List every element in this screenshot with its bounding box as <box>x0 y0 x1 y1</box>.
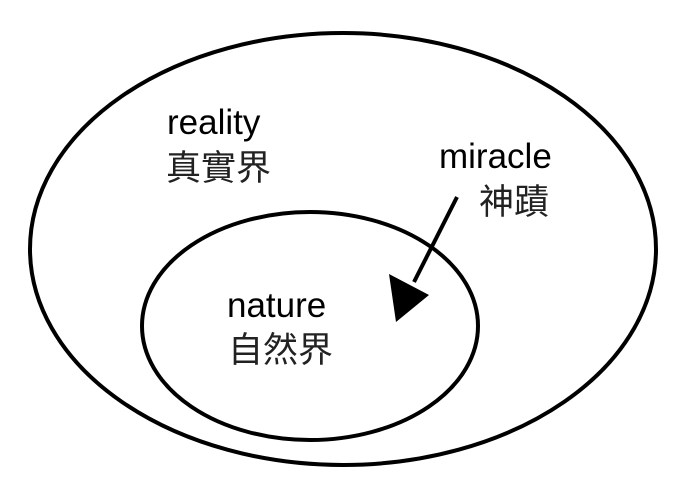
arrow-head <box>389 274 429 322</box>
miracle-label-zh: 神蹟 <box>479 183 549 223</box>
miracle-label-en: miracle <box>439 137 552 176</box>
nature-label-en: nature <box>227 286 326 325</box>
arrow-shaft <box>412 196 459 283</box>
reality-ellipse <box>28 31 658 467</box>
reality-label-zh: 真實界 <box>166 149 271 189</box>
reality-label-en: reality <box>167 103 261 142</box>
nature-label-zh: 自然界 <box>228 331 333 371</box>
nature-ellipse <box>140 210 480 442</box>
miracle-arrow <box>389 196 459 322</box>
